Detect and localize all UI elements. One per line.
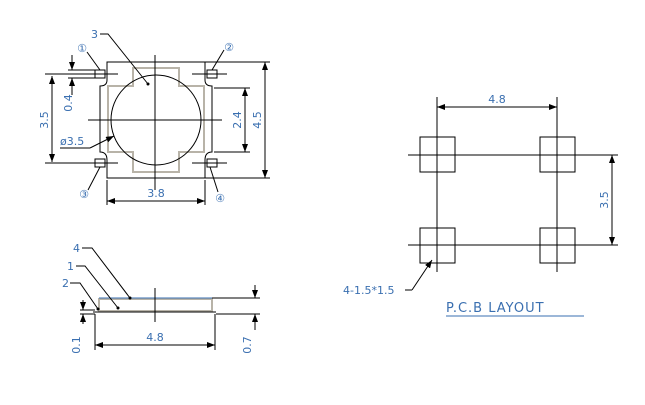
switch-frame: [107, 67, 205, 173]
callout-actuator: 3: [91, 28, 98, 41]
dim-width: 4.8: [146, 331, 164, 344]
pad-spec: 4-1.5*1.5: [343, 284, 394, 297]
callout-2: ②: [224, 41, 234, 54]
dim-gap: 0.1: [70, 336, 83, 354]
dim-height: 0.7: [241, 336, 254, 354]
callout-3: ③: [79, 188, 89, 201]
pcb-layout: 4.8 3.5 4-1.5*1.5 P.C.B LAYOUT: [343, 93, 618, 317]
dim-height-left: 3.5: [38, 111, 51, 129]
dim-inner-height: 2.4: [231, 111, 244, 129]
dim-width-bottom: 3.8: [147, 187, 165, 200]
pcb-layout-title: P.C.B LAYOUT: [446, 301, 545, 316]
dim-height-right: 4.5: [251, 111, 264, 129]
callout-2: 2: [62, 277, 69, 290]
callout-4: ④: [215, 192, 225, 205]
top-view: 3.5 0.4 ø3.5 3.8 2.4 4.5 ① ② ③ ④ 3: [38, 28, 270, 205]
callout-1: 1: [67, 260, 74, 273]
callout-4: 4: [73, 242, 80, 255]
side-view: 0.7 0.1 4.8 4 1 2: [62, 242, 260, 354]
dim-pcb-height: 3.5: [598, 191, 611, 209]
dim-pin-width: 0.4: [62, 94, 75, 112]
dim-diameter: ø3.5: [60, 135, 84, 148]
callout-1: ①: [77, 42, 87, 55]
dim-pcb-width: 4.8: [488, 93, 506, 106]
